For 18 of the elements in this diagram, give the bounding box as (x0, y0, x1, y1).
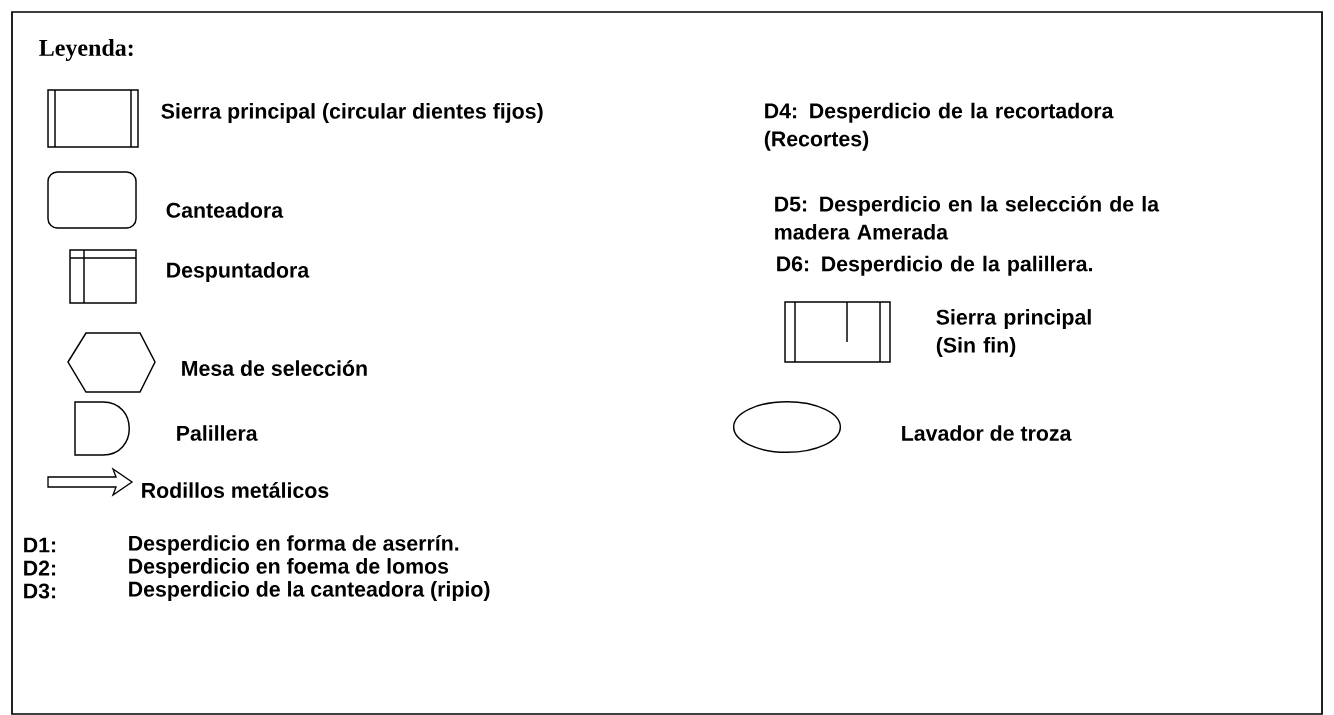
note-text: Desperdicio en foema de lomos (129, 558, 449, 578)
legend-text: Lavador de troza (902, 425, 1072, 441)
legend-text: Rodillos metálicos (142, 482, 329, 498)
legend-text: Canteadora (166, 202, 284, 218)
note-text: D5: Desperdicio en la selección de la madera Amerada (775, 195, 1160, 240)
note-text: D4: Desperdicio de la recortadora (Recortes) (764, 102, 1114, 151)
note-text: D2: (24, 560, 56, 576)
legend-text: Palillera (177, 425, 258, 441)
note-text: D3: (24, 583, 56, 599)
legend-text: Sierra principal (Sin fin) (936, 309, 1091, 357)
note-text: D1: (24, 537, 56, 553)
note-text: D6: Desperdicio de la palillera. (777, 255, 1092, 276)
legend-title: Leyenda: (39, 39, 133, 61)
legend-text: Despuntadora (167, 262, 310, 282)
note-text: Desperdicio de la canteadora (ripio) (129, 581, 490, 601)
legend-text: Mesa de selección (182, 360, 367, 376)
note-text: Desperdicio en forma de aserrín. (129, 535, 459, 556)
legend-text: Sierra principal (circular dientes fijos) (161, 103, 543, 123)
